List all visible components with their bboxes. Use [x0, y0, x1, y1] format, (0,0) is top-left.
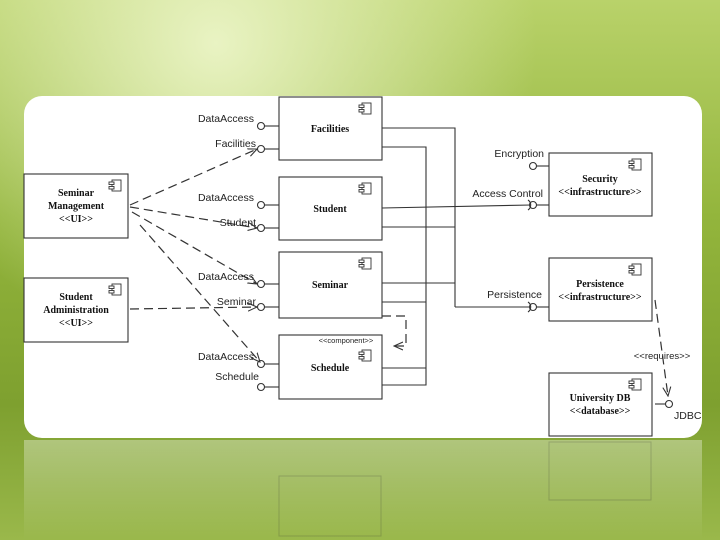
- port-label: Student: [220, 217, 256, 229]
- component-icon: [628, 158, 642, 171]
- component-icon: [358, 102, 372, 115]
- port-label: Seminar: [217, 296, 257, 308]
- port-label: DataAccess: [198, 271, 254, 283]
- seminar-component[interactable]: Seminar: [278, 251, 383, 319]
- component-name: Seminar: [312, 280, 349, 291]
- component-name: Facilities: [311, 124, 349, 135]
- panel-reflection: [24, 440, 702, 540]
- reflection-ghost-boxes: [278, 441, 652, 537]
- port-label: DataAccess: [198, 351, 254, 363]
- port-circle: [256, 144, 266, 154]
- component-icon: [108, 179, 122, 192]
- component-stereotype: <<infrastructure>>: [558, 292, 641, 303]
- component-stereotype: <<UI>>: [59, 214, 93, 225]
- port-label: DataAccess: [198, 192, 254, 204]
- component-name: Seminar: [58, 188, 95, 199]
- component-name: Student: [313, 204, 347, 215]
- component-icon: [628, 263, 642, 276]
- component-name: Schedule: [311, 363, 350, 374]
- component-name: University DB: [570, 393, 631, 404]
- component-name: Administration: [43, 305, 109, 316]
- component-icon: [358, 257, 372, 270]
- security-component[interactable]: Security <<infrastructure>>: [548, 152, 653, 217]
- port-circle: [256, 279, 266, 289]
- student-component[interactable]: Student: [278, 176, 383, 241]
- component-name: Persistence: [576, 279, 624, 290]
- port-circle: [256, 359, 266, 369]
- port-circle: [528, 161, 538, 171]
- port-label: Encryption: [494, 148, 544, 160]
- component-icon: [628, 378, 642, 391]
- dependency-arrows: [129, 149, 668, 396]
- port-circle: [664, 399, 674, 409]
- port-circle: [528, 200, 538, 210]
- port-label: Persistence: [487, 289, 542, 301]
- interface-ports: [256, 121, 674, 409]
- port-circle: [256, 121, 266, 131]
- port-circle: [256, 302, 266, 312]
- port-label: Facilities: [215, 138, 256, 150]
- schedule-component[interactable]: <<component>> Schedule: [278, 334, 383, 400]
- facilities-component[interactable]: Facilities: [278, 96, 383, 161]
- component-stereotype: <<UI>>: [59, 318, 93, 329]
- persistence-component[interactable]: Persistence <<infrastructure>>: [548, 257, 653, 322]
- component-stereotype: <<infrastructure>>: [558, 187, 641, 198]
- port-label: Schedule: [215, 371, 259, 383]
- port-circle: [256, 200, 266, 210]
- student-administration-component[interactable]: Student Administration <<UI>>: [23, 277, 129, 343]
- component-icon: [108, 283, 122, 296]
- connector-lines: [381, 127, 549, 386]
- port-circle: [256, 382, 266, 392]
- seminar-management-component[interactable]: Seminar Management <<UI>>: [23, 173, 129, 239]
- dependency-label: <<requires>>: [634, 351, 691, 362]
- port-labels: DataAccess Facilities DataAccess Student…: [198, 113, 702, 422]
- component-stereotype: <<database>>: [570, 406, 631, 417]
- university-db-component[interactable]: University DB <<database>>: [548, 372, 653, 437]
- port-circle: [256, 223, 266, 233]
- component-name: Security: [582, 174, 618, 185]
- socket-arcs: [527, 199, 532, 313]
- component-icon: [358, 182, 372, 195]
- component-name: Student: [59, 292, 93, 303]
- component-icon: [358, 349, 372, 362]
- port-label: JDBC: [674, 410, 702, 422]
- component-stereotype: <<component>>: [319, 336, 374, 345]
- port-label: DataAccess: [198, 113, 254, 125]
- port-label: Access Control: [472, 188, 543, 200]
- port-circle: [528, 302, 538, 312]
- component-name: Management: [48, 201, 105, 212]
